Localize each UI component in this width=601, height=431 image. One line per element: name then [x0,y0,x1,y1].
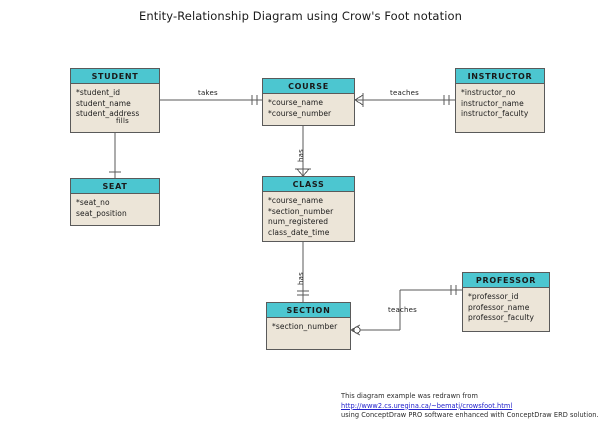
relationship-label-teaches-section-professor: teaches [388,306,417,314]
page-title: Entity-Relationship Diagram using Crow's… [138,9,463,23]
relationship-label-fills: fills [116,117,129,125]
entity-section-title: SECTION [267,303,350,318]
relationship-label-has-course-class: has [297,149,305,162]
attribute: *section_number [272,322,338,331]
attribute: student_address [76,109,140,118]
entity-section[interactable]: SECTION *section_number [266,302,351,350]
attribute: instructor_name [461,98,524,108]
entity-instructor-title: INSTRUCTOR [456,69,544,84]
attribute: student_name [76,98,131,108]
entity-class-title: CLASS [263,177,354,192]
entity-professor-attributes: *professor_id professor_name professor_f… [463,288,549,328]
entity-section-attributes: *section_number [267,318,350,337]
entity-student[interactable]: STUDENT *student_id student_name student… [70,68,160,133]
entity-student-attributes: *student_id student_name student_address [71,84,159,124]
credit-source-link[interactable]: http://www2.cs.uregina.ca/~bematj/crowsf… [341,401,513,410]
credit-line-1: This diagram example was redrawn from [341,392,478,400]
attribute: instructor_faculty [461,109,529,118]
attribute: *student_id [76,88,121,97]
attribute: *professor_id [468,292,519,301]
entity-seat-attributes: *seat_no seat_position [71,194,159,223]
entity-class[interactable]: CLASS *course_name *section_number num_r… [262,176,355,242]
attribute: *seat_no [76,198,110,207]
entity-course-title: COURSE [263,79,354,94]
attribute: *course_name [268,196,324,205]
credit-line-3: using ConceptDraw PRO software enhanced … [341,411,599,420]
relationship-label-teaches-course-instructor: teaches [390,89,419,97]
entity-instructor-attributes: *instructor_no instructor_name instructo… [456,84,544,124]
attribute: class_date_time [268,227,330,237]
attribute: *section_number [268,206,334,216]
entity-student-title: STUDENT [71,69,159,84]
attribute: *course_name [268,98,324,107]
attribute: num_registered [268,217,329,226]
entity-professor-title: PROFESSOR [463,273,549,288]
entity-instructor[interactable]: INSTRUCTOR *instructor_no instructor_nam… [455,68,545,133]
attribute: *course_number [268,108,332,118]
relationship-label-has-class-section: has [297,272,305,285]
entity-seat[interactable]: SEAT *seat_no seat_position [70,178,160,226]
relationship-label-takes: takes [198,89,218,97]
entity-class-attributes: *course_name *section_number num_registe… [263,192,354,242]
entity-seat-title: SEAT [71,179,159,194]
attribute: seat_position [76,208,127,218]
entity-course[interactable]: COURSE *course_name *course_number [262,78,355,126]
attribute: professor_name [468,302,530,312]
credit-block: This diagram example was redrawn from ht… [341,392,599,421]
entity-professor[interactable]: PROFESSOR *professor_id professor_name p… [462,272,550,332]
attribute: *instructor_no [461,88,516,97]
attribute: professor_faculty [468,313,535,322]
entity-course-attributes: *course_name *course_number [263,94,354,123]
